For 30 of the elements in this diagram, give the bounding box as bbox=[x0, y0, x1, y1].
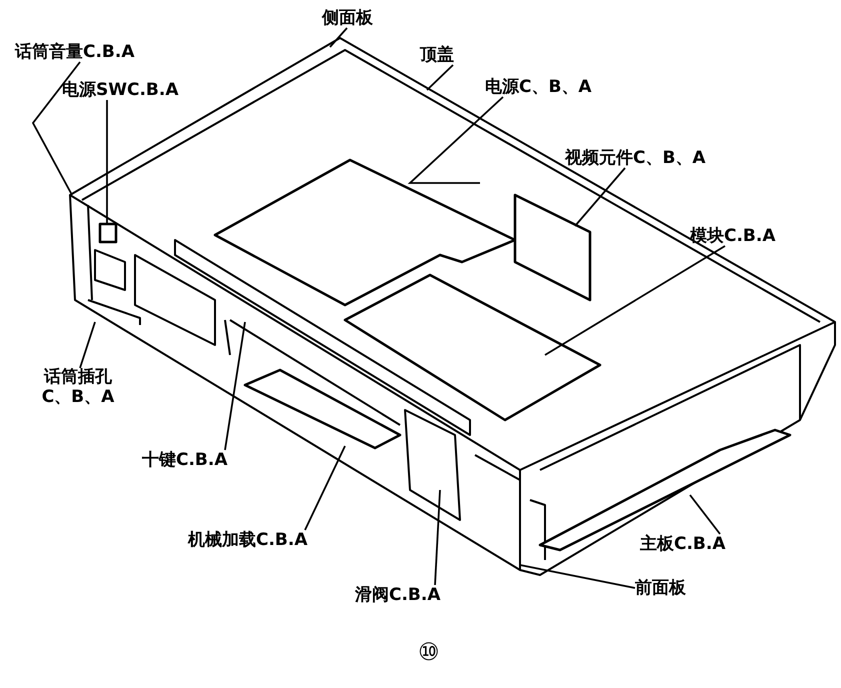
circuit-board bbox=[514, 194, 592, 302]
loading-tray bbox=[244, 368, 402, 450]
leader-line bbox=[574, 167, 626, 227]
leader-line bbox=[106, 100, 108, 224]
leader-line bbox=[224, 322, 246, 450]
leader-line bbox=[544, 245, 726, 356]
callout-label: 侧面板 bbox=[322, 8, 373, 28]
leader-line bbox=[79, 322, 96, 368]
leader-line bbox=[408, 96, 504, 184]
circuit-board bbox=[538, 428, 792, 552]
leader-line bbox=[689, 494, 721, 535]
leader-line bbox=[434, 490, 441, 586]
leader-line bbox=[329, 27, 348, 48]
callout-label: 话筒插孔 C、B、A bbox=[28, 367, 128, 407]
callout-label: 十键C.B.A bbox=[142, 450, 228, 470]
callout-label: 视频元件C、B、A bbox=[565, 148, 706, 168]
callout-label: 电源C、B、A bbox=[485, 77, 592, 97]
callout-label: 顶盖 bbox=[420, 45, 454, 65]
leader-line bbox=[520, 564, 636, 589]
power-switch bbox=[98, 222, 118, 244]
callout-label: 前面板 bbox=[635, 578, 686, 598]
callout-label: 主板C.B.A bbox=[640, 534, 726, 554]
leader-line bbox=[304, 446, 346, 530]
callout-label: 机械加载C.B.A bbox=[188, 530, 308, 550]
callout-label: 话筒音量C.B.A bbox=[15, 42, 135, 62]
leader-line bbox=[32, 61, 81, 196]
callout-label: 滑阀C.B.A bbox=[355, 585, 441, 605]
figure-number: ⑩ bbox=[418, 642, 440, 662]
leader-line bbox=[426, 64, 454, 91]
callout-label: 电源SWC.B.A bbox=[62, 80, 179, 100]
